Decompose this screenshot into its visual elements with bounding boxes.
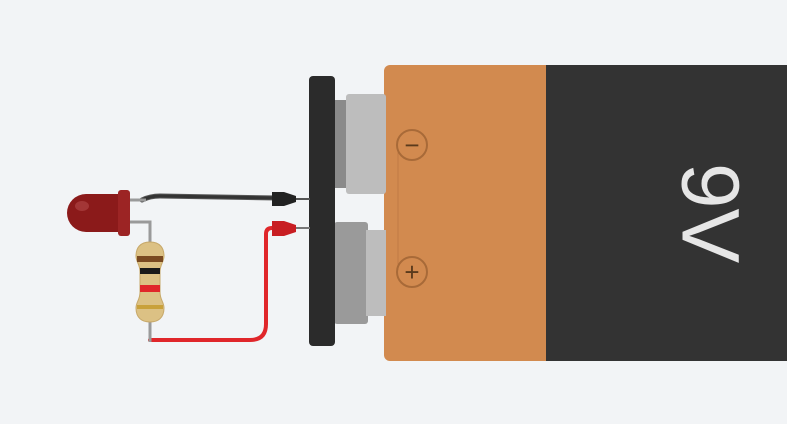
resistor-band-2 (140, 268, 160, 274)
led-dome (67, 194, 124, 232)
resistor[interactable] (135, 232, 165, 342)
wire-red-connector[interactable] (272, 221, 296, 236)
battery-voltage-label: 9V (665, 163, 756, 264)
wire-red[interactable] (148, 226, 274, 342)
led-highlight (75, 201, 89, 211)
negative-terminal-body (346, 94, 386, 194)
positive-marker: + (396, 256, 428, 288)
battery-9v[interactable]: 9V − + (334, 65, 787, 361)
negative-terminal-neck (334, 100, 346, 188)
resistor-band-1 (137, 256, 163, 262)
led-flange (118, 190, 130, 236)
positive-symbol: + (404, 257, 419, 287)
positive-marker-ring (396, 256, 428, 288)
positive-terminal[interactable] (334, 222, 386, 324)
battery-clip[interactable] (309, 76, 335, 346)
battery-copper-cap (384, 65, 554, 361)
resistor-band-3 (140, 285, 160, 292)
wire-black-connector[interactable] (272, 192, 296, 206)
resistor-band-tolerance (137, 305, 163, 309)
negative-terminal[interactable] (334, 94, 386, 194)
battery-body (546, 65, 787, 361)
positive-terminal-top (366, 230, 386, 316)
negative-marker: − (396, 129, 428, 161)
resistor-body (135, 241, 165, 323)
negative-symbol: − (404, 130, 419, 160)
positive-terminal-base (334, 222, 368, 324)
led[interactable] (67, 190, 152, 244)
negative-marker-ring (396, 129, 428, 161)
